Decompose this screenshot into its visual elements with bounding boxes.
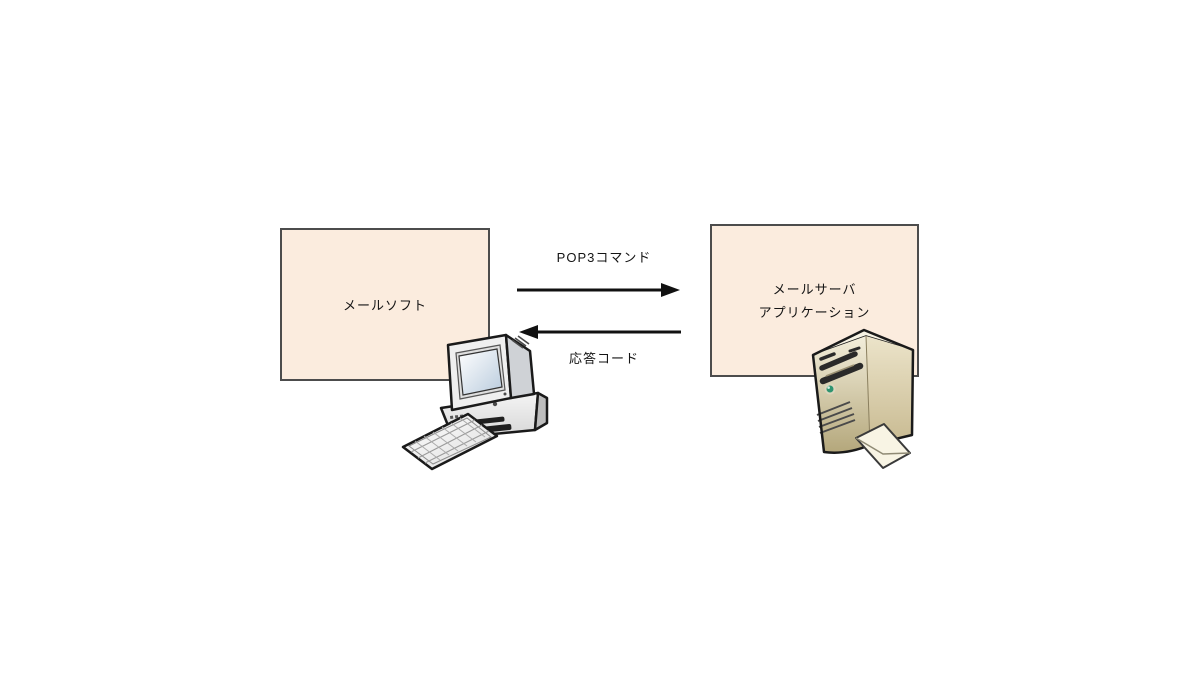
response-code-label: 応答コード bbox=[568, 351, 639, 366]
computer-monitor bbox=[446, 333, 536, 412]
desktop-computer-icon bbox=[401, 333, 549, 471]
server-tower bbox=[811, 328, 915, 454]
computer-keyboard bbox=[401, 412, 499, 471]
mail-server-icon bbox=[811, 328, 915, 469]
mail-server-label: メールサーバ アプリケーション bbox=[758, 281, 871, 320]
pop3-command-arrow bbox=[517, 283, 680, 297]
mail-software-label: メールソフト bbox=[342, 298, 427, 313]
mail-software-box: メールソフト bbox=[280, 228, 490, 381]
envelope-icon bbox=[855, 423, 911, 469]
pop3-command-label: POP3コマンド bbox=[556, 250, 652, 265]
